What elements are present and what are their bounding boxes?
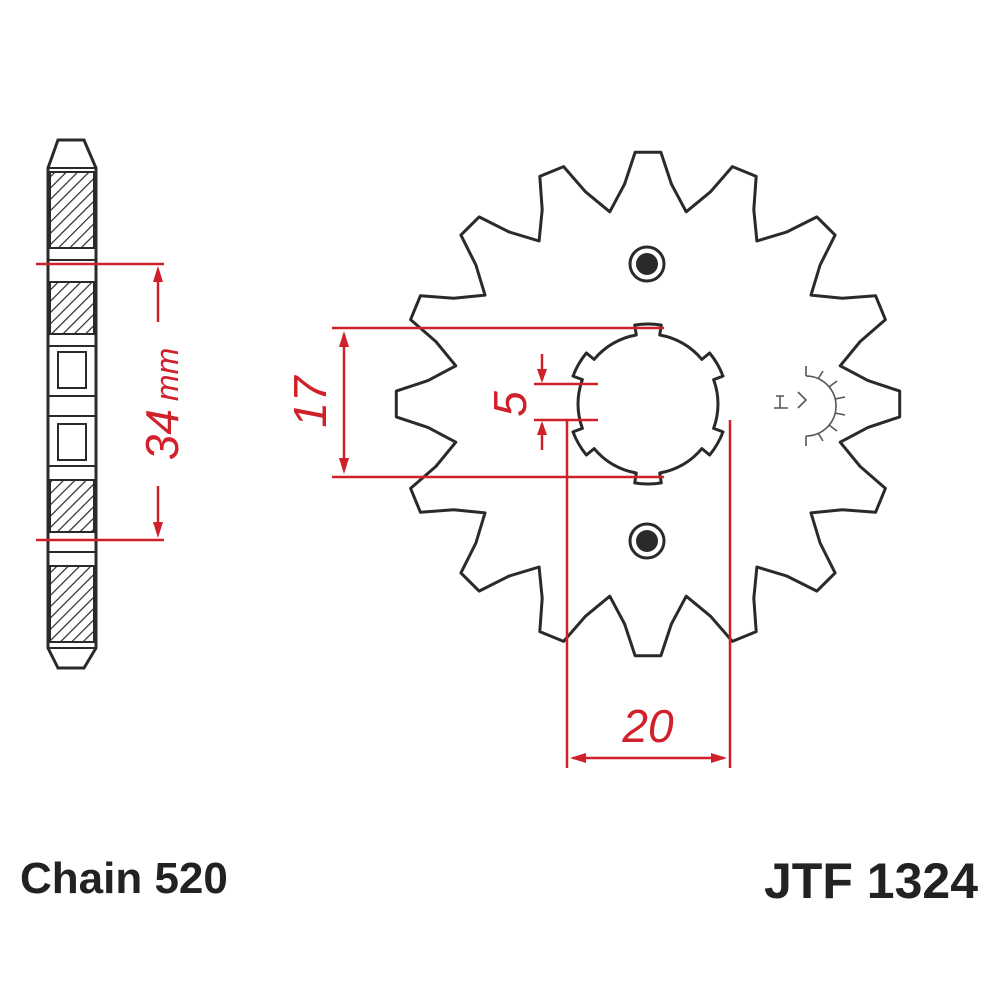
maker-symbol-mark [774,395,788,409]
bolt-hole-inner [636,530,658,552]
arrow-head [537,369,547,383]
maker-symbol-mark [797,391,808,409]
arrow-head [711,753,727,763]
thickness-value: 34 [136,409,188,460]
side-profile-view [46,138,98,670]
maker-symbol-tick [828,380,838,388]
chain-label: Chain 520 [20,854,228,903]
bolt-hole-top [628,245,666,283]
arrow-head [153,266,163,282]
spline-bore [571,322,725,486]
maker-symbol-tick [834,412,846,416]
maker-symbol-icon [774,366,846,446]
bolt-hole-inner [636,253,658,275]
arrow-head [537,421,547,435]
maker-symbol-tick [834,396,846,400]
bolt-circle-dimension [332,326,664,479]
side-hatch-2 [49,281,95,335]
bore-label: 20 [621,700,674,752]
arrow-head [570,753,586,763]
side-hatch-3 [49,479,95,533]
maker-symbol-tick [817,432,824,442]
arrow-head [339,458,349,474]
maker-symbol-tick [828,424,838,432]
thickness-unit: mm [149,348,185,401]
part-number: JTF 1324 [764,853,978,909]
arrow-head [339,331,349,347]
side-slot-2 [57,423,87,461]
side-profile-outline [46,138,98,670]
thickness-dimension [36,262,164,542]
side-hatch-4 [49,565,95,643]
arrow-head [153,522,163,538]
bolt-circle-label: 17 [284,375,336,428]
maker-symbol-tick [817,370,824,380]
bolt-hole-bottom [628,522,666,560]
side-slot-1 [57,351,87,389]
side-hatch-1 [49,171,95,249]
spline-depth-label: 5 [484,391,536,417]
thickness-label: 34 mm [136,348,188,460]
bore-dimension [565,420,732,768]
